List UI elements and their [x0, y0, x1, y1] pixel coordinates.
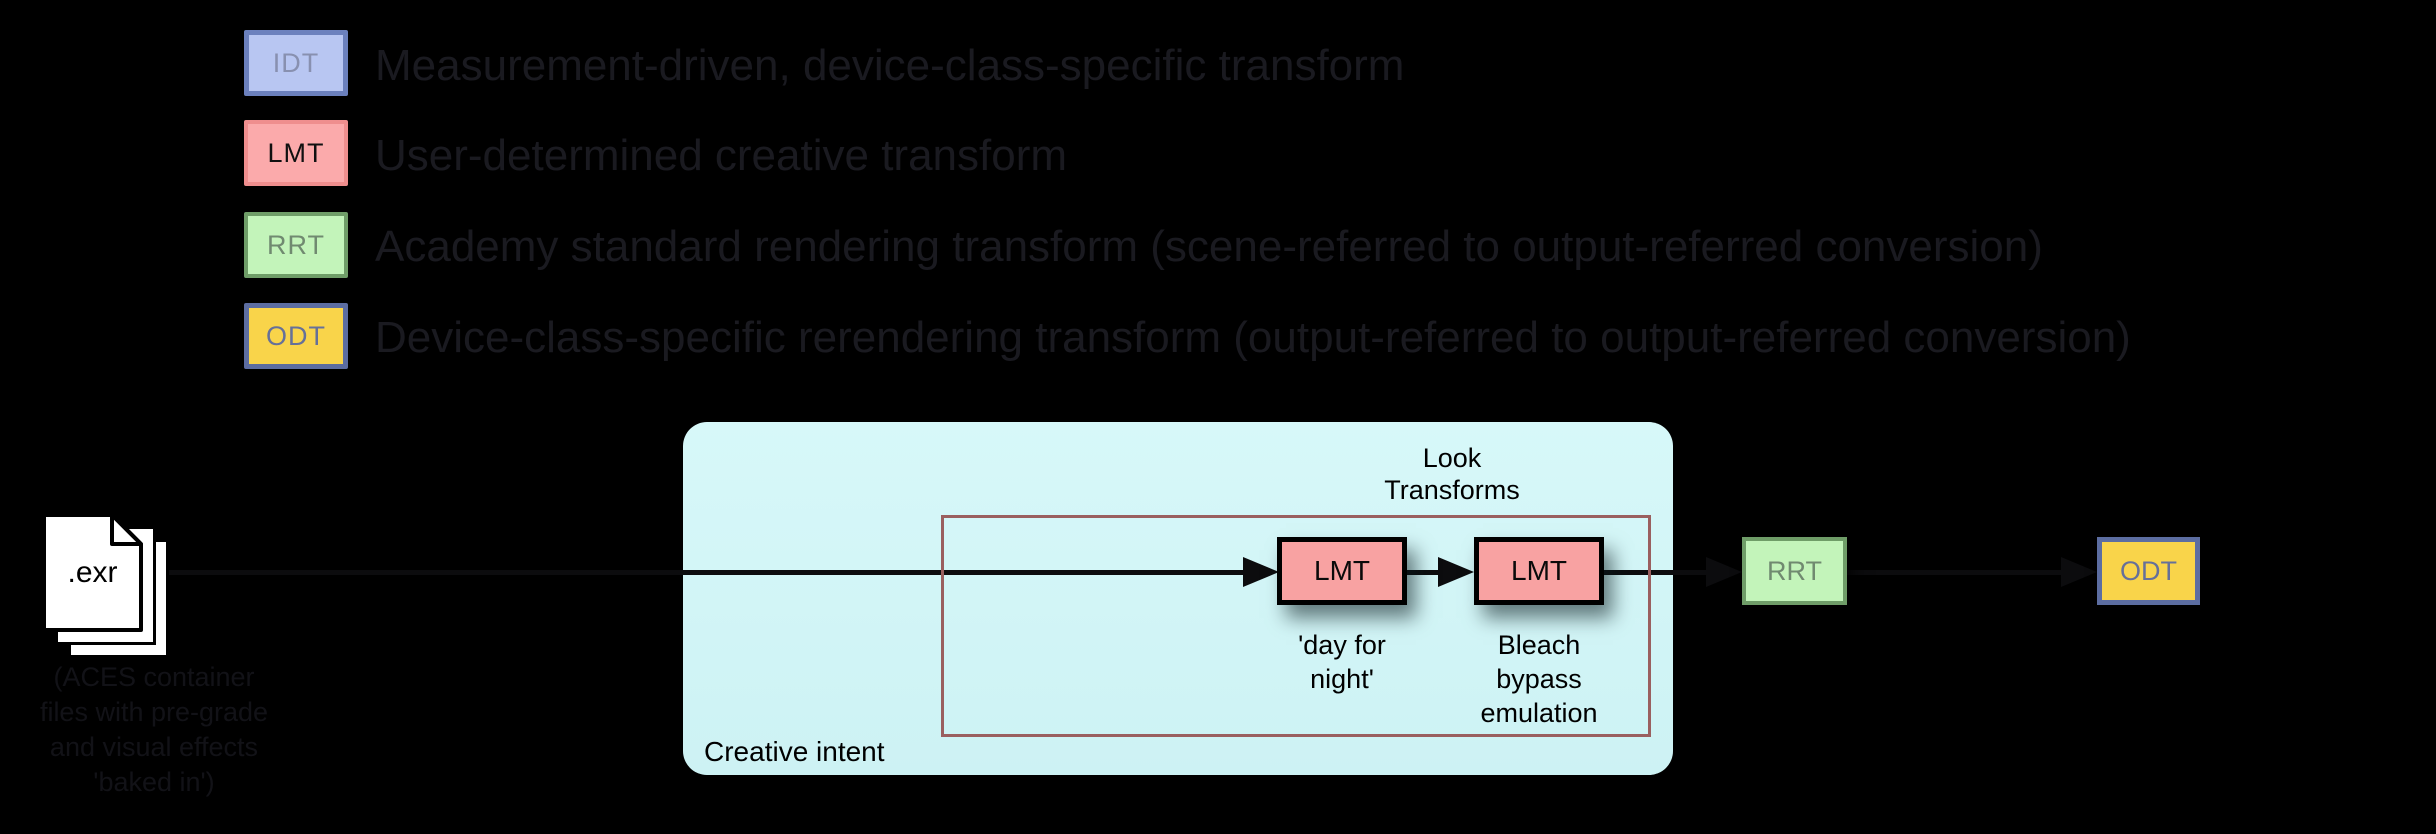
legend-swatch-lmt-label: LMT [267, 137, 325, 168]
look-transforms-title-line1: Look [1422, 443, 1482, 473]
flow-line-lmt1-to-lmt2 [1402, 570, 1447, 575]
look-transforms-box [941, 515, 1651, 737]
arrowhead-into-lmt2-icon [1438, 557, 1474, 587]
exr-file-caption: (ACES container files with pre-grade and… [6, 660, 302, 800]
lmt2-caption-line3: emulation [1480, 698, 1598, 728]
arrowhead-into-lmt1-icon [1243, 557, 1279, 587]
exr-caption-line2: files with pre-grade [39, 697, 269, 727]
lmt-node-1-label: LMT [1314, 555, 1370, 586]
legend-description-idt: Measurement-driven, device-class-specifi… [375, 41, 1405, 90]
lmt2-caption-line1: Bleach [1497, 630, 1581, 660]
look-transforms-title: Look Transforms [1302, 442, 1602, 506]
creative-intent-label: Creative intent [704, 736, 885, 767]
lmt-node-1: LMT [1277, 537, 1407, 605]
rrt-node-label: RRT [1766, 555, 1822, 586]
flow-line-source-to-lmt1 [165, 570, 1250, 575]
legend-swatch-rrt: RRT [244, 212, 348, 278]
legend-swatch-lmt: LMT [244, 120, 348, 186]
lmt-node-2: LMT [1474, 537, 1604, 605]
lmt1-caption-line2: night' [1310, 664, 1374, 694]
odt-node-label: ODT [2120, 555, 2177, 586]
flow-line-lmt2-to-rrt [1600, 570, 1716, 575]
rrt-node: RRT [1742, 537, 1847, 605]
flow-line-rrt-to-odt [1845, 570, 2067, 575]
legend-description-odt: Device-class-specific rerendering transf… [375, 313, 2131, 362]
legend-swatch-odt: ODT [244, 303, 348, 369]
legend-swatch-odt-label: ODT [266, 320, 326, 351]
lmt2-caption-line2: bypass [1496, 664, 1582, 694]
lmt-node-2-caption: Bleach bypass emulation [1429, 628, 1649, 730]
exr-caption-line1: (ACES container [53, 662, 255, 692]
exr-file-label: .exr [67, 555, 118, 589]
exr-file-icon [42, 513, 143, 632]
exr-caption-line4: 'baked in') [93, 767, 215, 797]
legend-swatch-idt-label: IDT [272, 47, 320, 78]
lmt-node-2-label: LMT [1511, 555, 1567, 586]
odt-node: ODT [2097, 537, 2200, 605]
arrowhead-into-odt-icon [2061, 557, 2097, 587]
lmt1-caption-line1: 'day for [1298, 630, 1386, 660]
legend-swatch-rrt-label: RRT [266, 229, 325, 260]
legend-swatch-idt: IDT [244, 30, 348, 96]
legend-description-rrt: Academy standard rendering transform (sc… [375, 222, 2043, 271]
lmt-node-1-caption: 'day for night' [1232, 628, 1452, 696]
exr-caption-line3: and visual effects [49, 732, 259, 762]
arrowhead-into-rrt-icon [1706, 557, 1742, 587]
look-transforms-title-line2: Transforms [1384, 475, 1520, 505]
legend-description-lmt: User-determined creative transform [375, 131, 1068, 180]
